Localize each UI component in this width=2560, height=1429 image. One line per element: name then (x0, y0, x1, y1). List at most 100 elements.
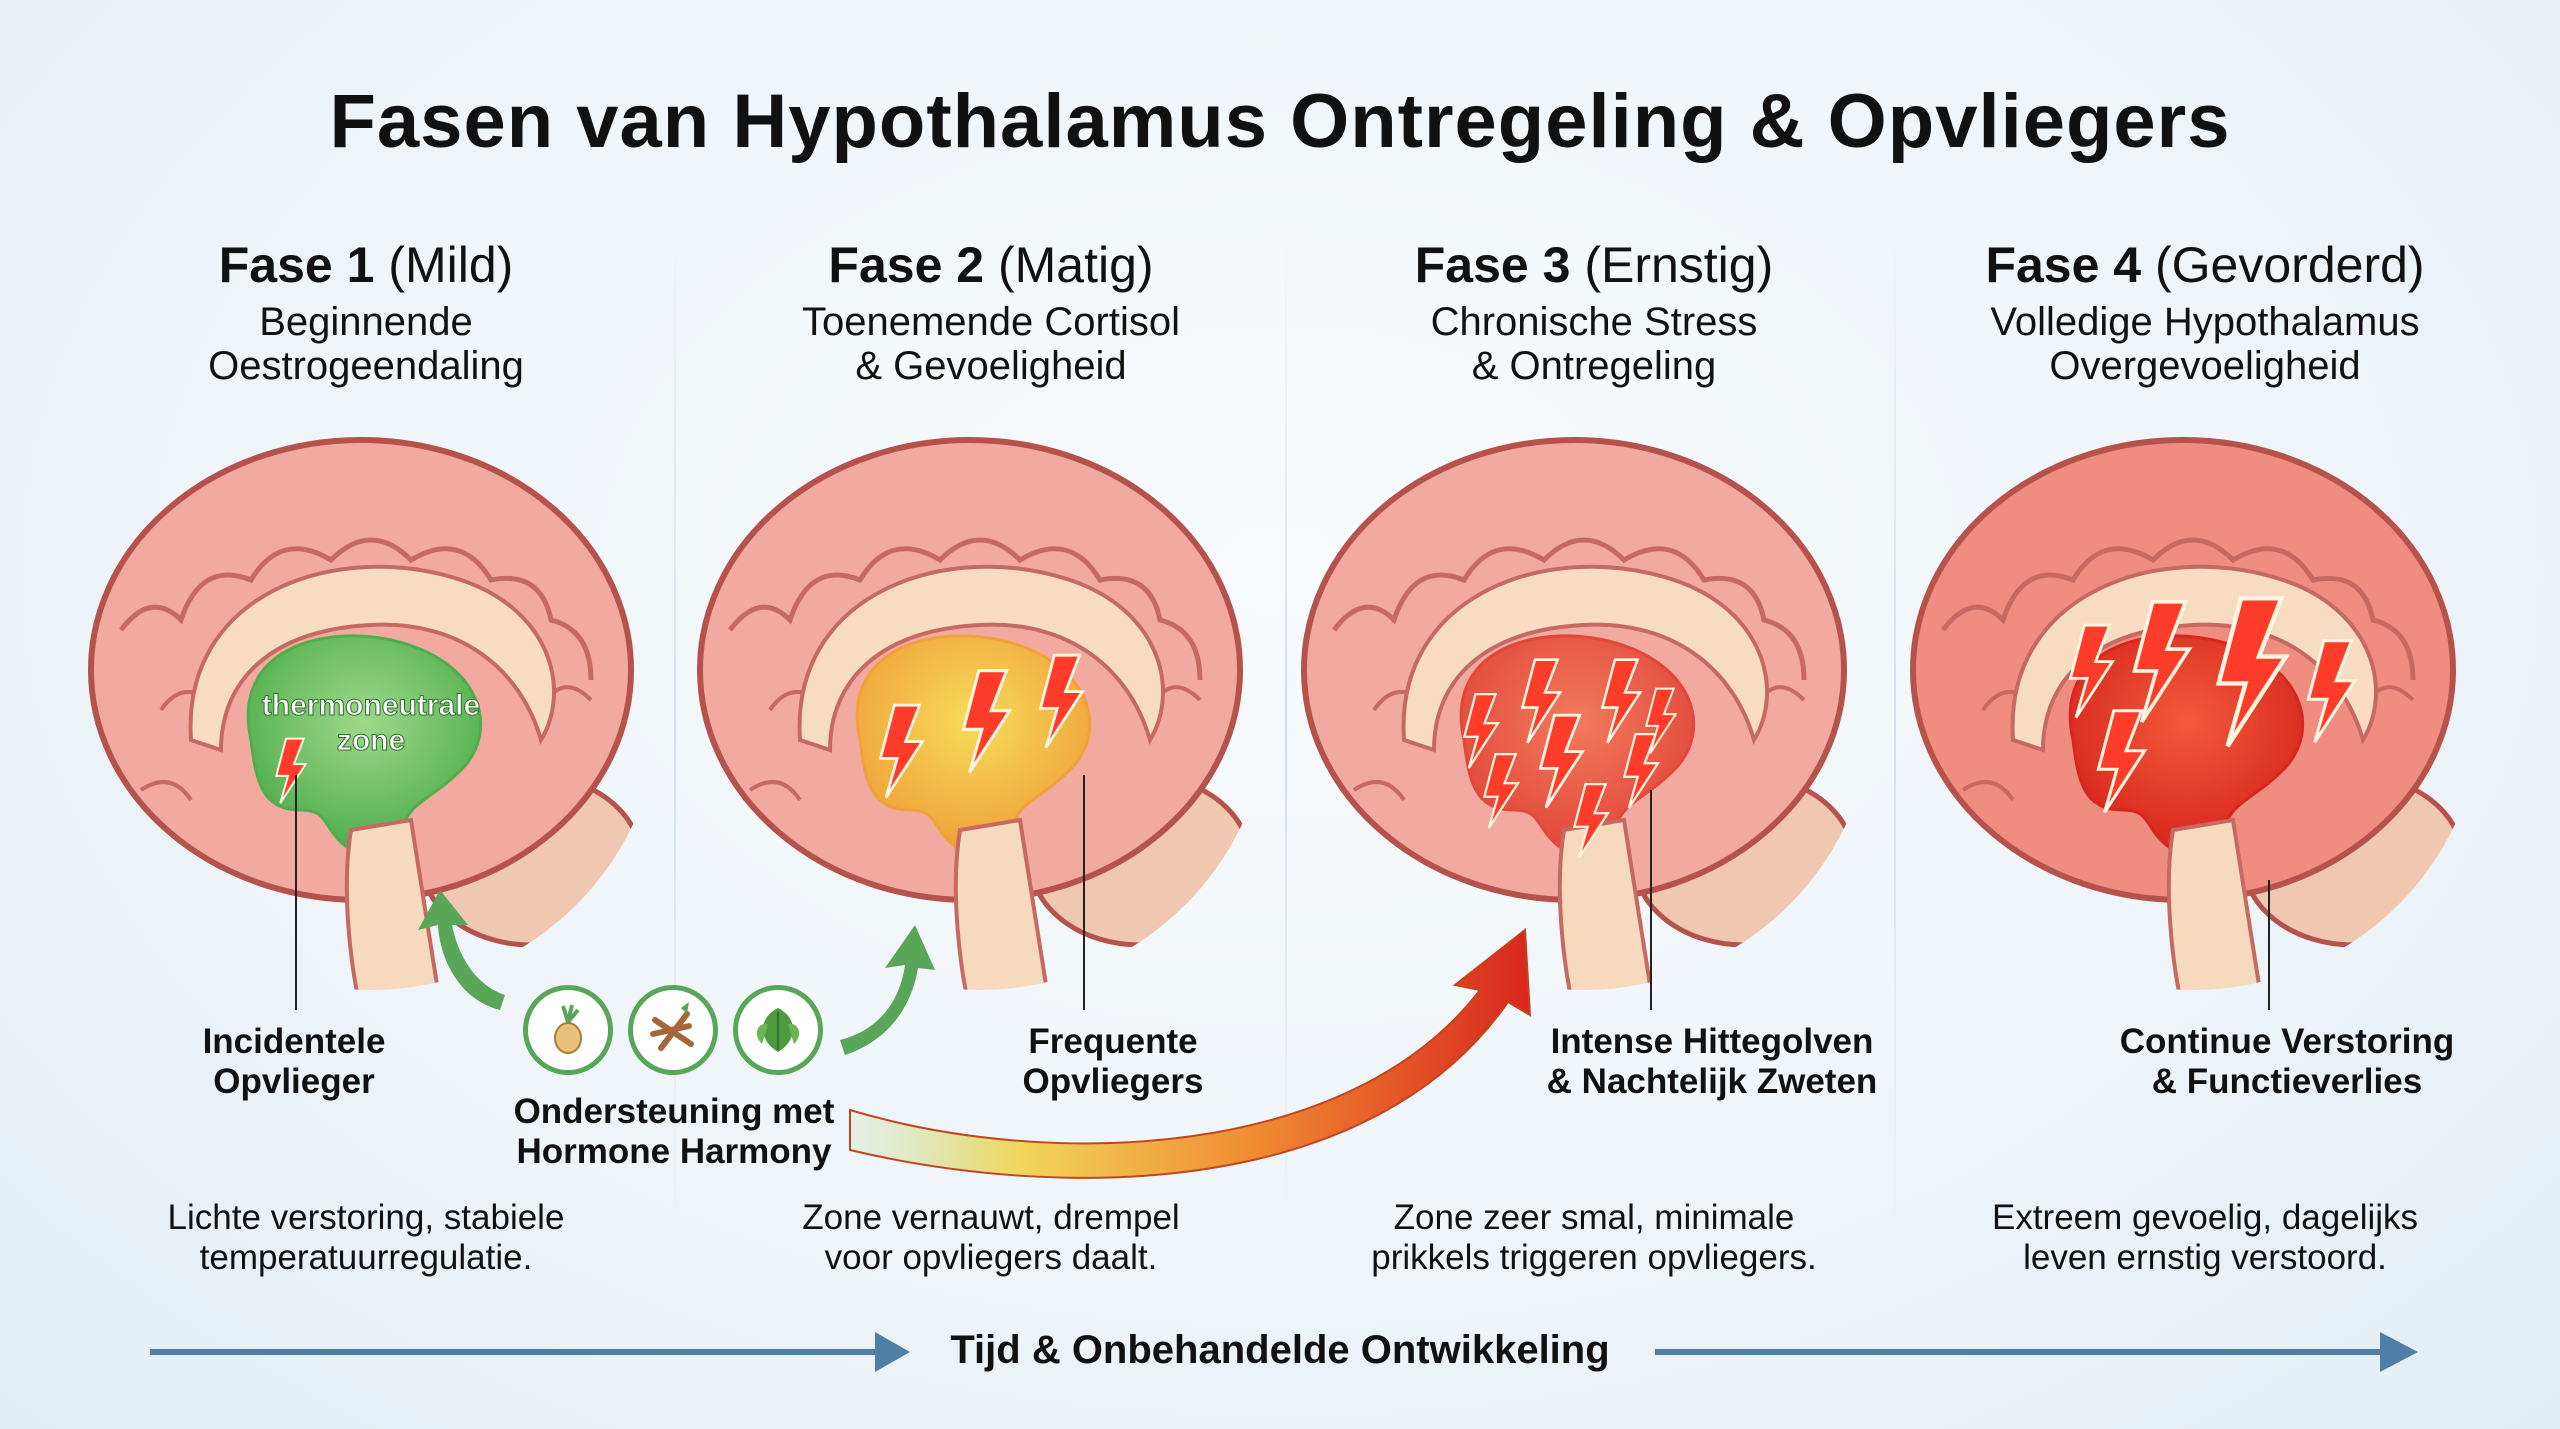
phase-4-symptom-label: Continue Verstoring & Functieverlies (2077, 1022, 2497, 1102)
lightning-bolt-icon (878, 703, 925, 799)
phase-subtitle-line-1: Beginnende (259, 300, 473, 344)
phase-severity: (Matig) (998, 237, 1154, 293)
callout-leader-line (1650, 790, 1652, 1010)
phase-subtitle-line-2: Oestrogeendaling (208, 344, 524, 388)
maca-root-icon (523, 985, 613, 1075)
phase-3-heading: Fase 3 (Ernstig) (1284, 236, 1904, 294)
symptom-line-2: & Functieverlies (2151, 1062, 2423, 1101)
phase-3-description: Zone zeer smal, minimale prikkels trigge… (1284, 1198, 1904, 1278)
phase-1-description: Lichte verstoring, stabiele temperatuurr… (56, 1198, 676, 1278)
phase-2-brain-illustration (697, 437, 1253, 990)
phase-1-subtitle: Beginnende Oestrogeendaling (56, 300, 676, 388)
brainstem (953, 817, 1053, 990)
lightning-bolt-icon (1462, 693, 1500, 769)
gyri (119, 537, 594, 681)
corpus-callosum (2010, 564, 2378, 753)
symptom-line-2: Opvlieger (213, 1062, 375, 1101)
lightning-bolt-icon (2096, 709, 2148, 814)
lightning-bolt-icon (2306, 639, 2358, 744)
support-label: Ondersteuning met Hormone Harmony (464, 1092, 884, 1172)
lightning-bolt-icon (2068, 623, 2115, 719)
phase-subtitle-line-1: Toenemende Cortisol (802, 300, 1180, 344)
brainstem (2166, 817, 2266, 990)
phase-4-description: Extreem gevoelig, dagelijks leven ernsti… (1895, 1198, 2515, 1278)
lightning-bolt-icon (1645, 687, 1678, 754)
phase-2-heading: Fase 2 (Matig) (681, 236, 1301, 294)
support-arrow-left (418, 890, 505, 1010)
phase-3-brain-illustration (1301, 437, 1857, 990)
support-label-line-1: Ondersteuning met (513, 1092, 835, 1131)
zone-label: thermoneutrale (262, 689, 480, 722)
timeline-arrowhead-left (875, 1332, 910, 1372)
phase-subtitle-line-2: Overgevoeligheid (2049, 344, 2361, 388)
phase-subtitle-line-1: Volledige Hypothalamus (1990, 300, 2420, 344)
symptom-line-1: Continue Verstoring (2119, 1022, 2455, 1061)
hypothalamus-zone (246, 634, 483, 852)
corpus-callosum (797, 564, 1165, 753)
phase-name: Fase 4 (1985, 237, 2142, 293)
phase-name: Fase 1 (218, 237, 375, 293)
phase-subtitle-line-2: & Ontregeling (1471, 344, 1717, 388)
phase-2-subtitle: Toenemende Cortisol & Gevoeligheid (681, 300, 1301, 388)
phase-2-symptom-label: Frequente Opvliegers (903, 1022, 1323, 1102)
brainstem (1557, 817, 1657, 990)
phase-4-heading: Fase 4 (Gevorderd) (1895, 236, 2515, 294)
phase-1-heading: Fase 1 (Mild) (56, 236, 676, 294)
description-line-2: leven ernstig verstoord. (2023, 1238, 2387, 1277)
corpus-callosum (1401, 564, 1769, 753)
phase-severity: (Gevorderd) (2155, 237, 2425, 293)
description-line-1: Zone vernauwt, drempel (802, 1198, 1180, 1237)
symptom-line-1: Incidentele (202, 1022, 386, 1061)
zone-label: zone (337, 724, 405, 757)
dong-quai-root-icon (628, 985, 718, 1075)
description-line-1: Zone zeer smal, minimale (1393, 1198, 1795, 1237)
gyri (1332, 537, 1807, 681)
phase-3-symptom-label: Intense Hittegolven & Nachtelijk Zweten (1502, 1022, 1922, 1102)
phase-subtitle-line-1: Chronische Stress (1430, 300, 1758, 344)
column-divider (1894, 230, 1896, 1230)
phase-subtitle-line-2: & Gevoeligheid (855, 344, 1127, 388)
herb-leaves-icon (733, 985, 823, 1075)
description-line-2: prikkels triggeren opvliegers. (1371, 1238, 1817, 1277)
column-divider (1285, 230, 1287, 1230)
escalation-arrow (849, 928, 1532, 1179)
lightning-bolt-icon (2215, 596, 2290, 748)
lightning-bolt-icon (961, 669, 1013, 774)
page-title: Fasen van Hypothalamus Ontregeling & Opv… (329, 79, 2231, 164)
lightning-bolt-icon (1520, 658, 1563, 744)
support-label-line-2: Hormone Harmony (516, 1132, 832, 1171)
symptom-line-1: Intense Hittegolven (1550, 1022, 1874, 1061)
phase-severity: (Ernstig) (1584, 237, 1774, 293)
column-divider (674, 230, 676, 1230)
lightning-bolt-icon (1038, 653, 1085, 749)
phase-1-symptom-label: Incidentele Opvlieger (84, 1022, 504, 1102)
symptom-line-1: Frequente (1028, 1022, 1198, 1061)
lightning-bolt-icon (1482, 753, 1520, 829)
phase-2-description: Zone vernauwt, drempel voor opvliegers d… (681, 1198, 1301, 1278)
phase-name: Fase 2 (828, 237, 985, 293)
callout-leader-line (1083, 775, 1085, 1010)
lightning-bolt-icon (275, 737, 308, 804)
phase-severity: (Mild) (388, 237, 514, 293)
support-arrow-right (840, 925, 935, 1055)
phase-4-brain-illustration (1910, 437, 2466, 990)
lightning-bolt-icon (1600, 658, 1643, 744)
gyri (1941, 537, 2416, 681)
description-line-1: Extreem gevoelig, dagelijks (1991, 1198, 2419, 1237)
symptom-line-2: & Nachtelijk Zweten (1546, 1062, 1878, 1101)
description-line-1: Lichte verstoring, stabiele (167, 1198, 565, 1237)
symptom-line-2: Opvliegers (1022, 1062, 1204, 1101)
callout-leader-line (295, 775, 297, 1010)
description-line-2: temperatuurregulatie. (199, 1238, 533, 1277)
timeline-label: Tijd & Onbehandelde Ontwikkeling (950, 1328, 1610, 1372)
phase-4-subtitle: Volledige Hypothalamus Overgevoeligheid (1895, 300, 2515, 388)
lightning-bolt-icon (2132, 599, 2193, 723)
description-line-2: voor opvliegers daalt. (824, 1238, 1158, 1277)
callout-leader-line (2268, 880, 2270, 1010)
brainstem (344, 817, 444, 990)
lightning-bolt-icon (1538, 713, 1585, 809)
gyri (728, 537, 1203, 681)
lightning-bolt-icon (1572, 783, 1610, 859)
